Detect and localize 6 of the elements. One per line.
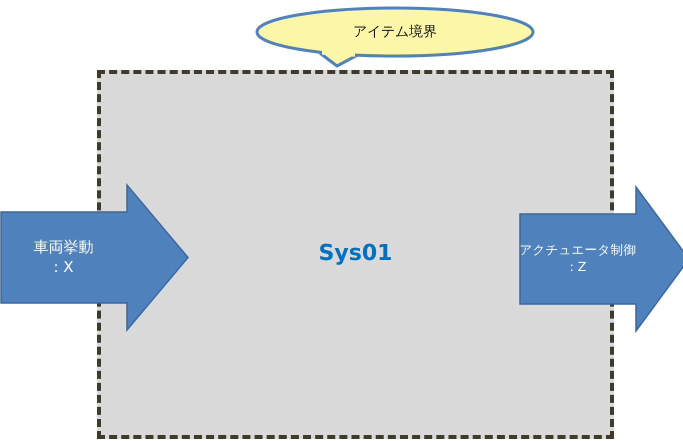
node-label: アクチュエータ制御 xyxy=(520,242,636,258)
node-label: アイテム境界 xyxy=(353,22,437,42)
node-label: : Z xyxy=(570,258,586,275)
system-label: Sys01 xyxy=(318,240,392,268)
node-label: 車両挙動 xyxy=(34,238,94,258)
node-label: : X xyxy=(53,258,74,277)
